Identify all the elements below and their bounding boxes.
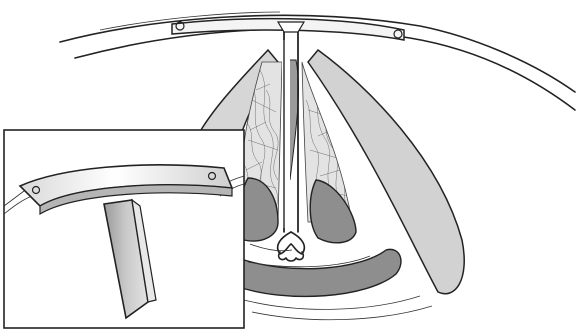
bottom-fold <box>236 244 432 320</box>
fork-tip <box>278 232 305 261</box>
stent-crossbar <box>172 19 404 40</box>
